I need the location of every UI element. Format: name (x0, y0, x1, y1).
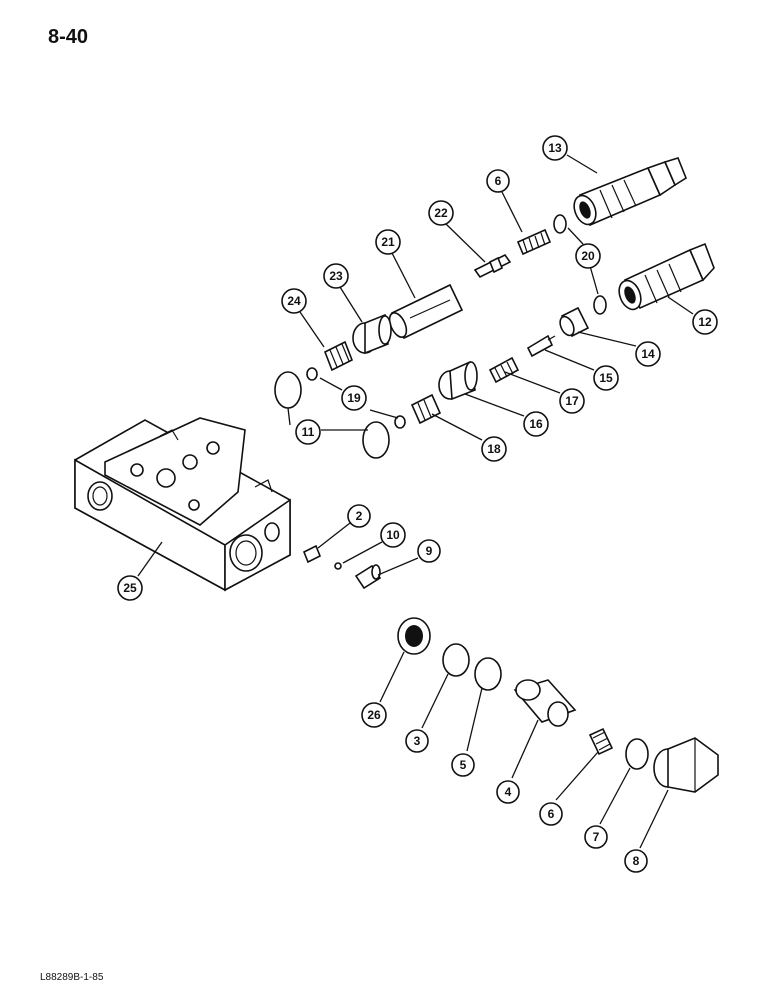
svg-text:9: 9 (426, 544, 433, 558)
figure-reference-code: L88289B-1-85 (40, 972, 104, 983)
svg-text:22: 22 (434, 206, 448, 220)
svg-text:5: 5 (460, 758, 467, 772)
leader-lines (137, 154, 694, 849)
cartridge-part-13 (573, 157, 687, 227)
svg-text:6: 6 (548, 807, 555, 821)
piston-part-23 (352, 313, 392, 355)
screw-part-9 (354, 564, 382, 590)
svg-text:25: 25 (123, 581, 137, 595)
washer-part-20b (593, 295, 607, 315)
plug-part-8 (653, 737, 719, 793)
svg-text:7: 7 (593, 830, 600, 844)
page-number: 8-40 (48, 26, 89, 48)
svg-text:6: 6 (495, 174, 502, 188)
pin-part-22 (473, 253, 512, 279)
oring-part-19b (394, 415, 406, 429)
svg-text:16: 16 (529, 417, 543, 431)
svg-text:17: 17 (565, 394, 579, 408)
spool-part-18 (410, 393, 442, 425)
cartridge-part-12 (618, 242, 715, 311)
callout-16: 16 (523, 411, 549, 437)
svg-text:23: 23 (329, 269, 343, 283)
svg-text:15: 15 (599, 371, 613, 385)
callout-19: 19 (341, 385, 367, 411)
callout-21: 21 (375, 229, 401, 255)
svg-text:8: 8 (633, 854, 640, 868)
callout-7: 7 (584, 825, 608, 849)
spring-part-17 (488, 356, 520, 384)
callout-25: 25 (117, 575, 143, 601)
callout-14: 14 (635, 341, 661, 367)
spool-part-24 (323, 340, 354, 372)
callout-5: 5 (451, 753, 475, 777)
svg-text:2: 2 (356, 509, 363, 523)
callout-13: 13 (542, 135, 568, 161)
callout-24: 24 (281, 288, 307, 314)
callout-6-upper: 6 (486, 169, 510, 193)
callout-15: 15 (593, 365, 619, 391)
ball-part-10 (334, 562, 342, 570)
callout-23: 23 (323, 263, 349, 289)
svg-text:3: 3 (414, 734, 421, 748)
valve-body-part (74, 417, 291, 592)
oring-part-3 (442, 643, 470, 677)
oring-part-11b (362, 421, 390, 459)
sleeve-part-21 (388, 283, 464, 340)
piston-part-16 (438, 360, 478, 401)
svg-text:13: 13 (548, 141, 562, 155)
plug-part-26 (397, 617, 431, 655)
svg-text:19: 19 (347, 391, 361, 405)
oring-part-5 (474, 657, 502, 691)
pin-part-15 (526, 334, 556, 358)
callout-22: 22 (428, 200, 454, 226)
washer-part-20a (553, 214, 567, 234)
callout-6-lower: 6 (539, 802, 563, 826)
oring-part-19a (306, 367, 318, 381)
callout-20: 20 (575, 243, 601, 269)
callout-9: 9 (417, 539, 441, 563)
poppet-part-4 (513, 679, 577, 727)
plug-part-2 (302, 544, 322, 564)
svg-text:4: 4 (505, 785, 512, 799)
svg-text:24: 24 (287, 294, 301, 308)
callout-18: 18 (481, 436, 507, 462)
svg-text:20: 20 (581, 249, 595, 263)
callout-17: 17 (559, 388, 585, 414)
callout-12: 12 (692, 309, 718, 335)
svg-text:11: 11 (302, 425, 315, 439)
callout-10: 10 (380, 522, 406, 548)
callout-4: 4 (496, 780, 520, 804)
svg-text:12: 12 (698, 315, 712, 329)
callout-26: 26 (361, 702, 387, 728)
callout-2: 2 (347, 504, 371, 528)
spring-part-6-lower (588, 727, 614, 756)
callout-3: 3 (405, 729, 429, 753)
svg-text:14: 14 (641, 347, 655, 361)
svg-text:10: 10 (386, 528, 400, 542)
svg-text:21: 21 (381, 235, 395, 249)
callout-11: 11 (295, 419, 321, 445)
svg-text:18: 18 (487, 442, 501, 456)
callout-8: 8 (624, 849, 648, 873)
oring-part-11a (274, 371, 302, 409)
oring-part-7 (625, 738, 649, 770)
svg-text:26: 26 (367, 708, 381, 722)
sleeve-part-14 (559, 306, 590, 338)
spring-part-6-upper (516, 228, 552, 256)
